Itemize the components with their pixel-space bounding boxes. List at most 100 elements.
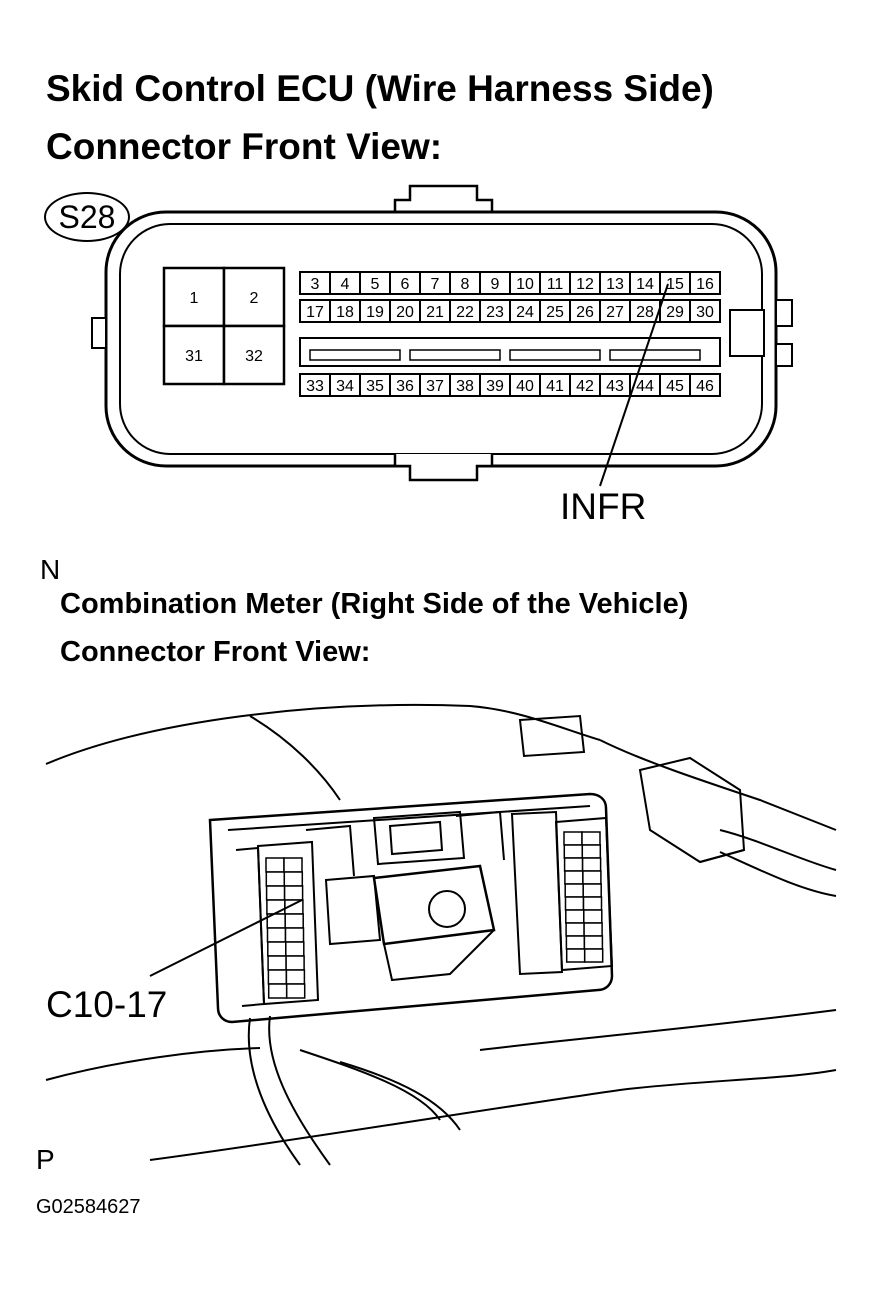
large-pin-cell <box>162 324 226 386</box>
pin-number: 28 <box>636 304 654 321</box>
large-pin-cell <box>222 266 286 328</box>
pin-number: 35 <box>366 378 384 395</box>
meter-pin-cell <box>267 941 287 957</box>
pin-number: 20 <box>396 304 414 321</box>
meter-pin-cell <box>563 831 583 846</box>
meter-pin-cell <box>267 983 288 999</box>
meter-pin-cell <box>563 857 584 872</box>
pin-number: 23 <box>486 304 504 321</box>
note-n-label: N <box>40 554 61 585</box>
meter-pin-cell <box>565 935 586 950</box>
meter-pin-cell <box>283 857 303 873</box>
meter-pin-cell <box>285 969 306 985</box>
pin-number: 14 <box>636 276 654 293</box>
pin-row-2: 17 18 19 20 21 22 23 24 25 26 27 28 29 30 <box>299 299 721 323</box>
pin-number: 8 <box>461 276 470 293</box>
large-pin-number: 31 <box>185 348 203 365</box>
pin-number: 36 <box>396 378 414 395</box>
meter-pin-cell <box>565 909 585 924</box>
figure-code: G02584627 <box>36 1196 141 1218</box>
pin-number: 27 <box>606 304 624 321</box>
note-p-label: P <box>36 1144 55 1175</box>
meter-pin-cell <box>265 857 285 873</box>
pin-number: 13 <box>606 276 624 293</box>
infr-pin-label: INFR <box>560 486 647 527</box>
pin-number: 42 <box>576 378 594 395</box>
skid-ecu-subtitle: Connector Front View: <box>46 126 443 167</box>
c10-17-pin-label: C10-17 <box>46 984 168 1025</box>
meter-pin-cell <box>285 941 305 957</box>
pin-number: 4 <box>341 276 350 293</box>
pin-number: 22 <box>456 304 474 321</box>
meter-pin-cell <box>266 899 286 915</box>
pin-number: 46 <box>696 378 714 395</box>
meter-pin-cell <box>284 913 304 929</box>
combination-meter-subtitle: Connector Front View: <box>60 636 371 668</box>
pin-number: 9 <box>491 276 500 293</box>
large-pin-cell <box>222 324 286 386</box>
pin-number: 44 <box>636 378 654 395</box>
pin-number: 11 <box>547 276 564 293</box>
meter-pin-cell <box>285 955 305 971</box>
meter-pin-cell <box>265 871 286 887</box>
meter-pin-cell <box>284 927 305 943</box>
pin-number: 26 <box>576 304 594 321</box>
pin-number: 17 <box>306 304 324 321</box>
pin-cell <box>689 373 721 397</box>
meter-pin-cell <box>583 948 604 963</box>
meter-pin-cell <box>581 844 602 859</box>
pin-number: 37 <box>426 378 444 395</box>
pin-number: 25 <box>546 304 564 321</box>
pin-number: 10 <box>516 276 534 293</box>
pin-cell <box>689 271 721 295</box>
meter-pin-cell <box>564 883 584 898</box>
meter-pin-cell <box>265 885 286 901</box>
pin-number: 12 <box>576 276 594 293</box>
large-pin-number: 32 <box>245 348 263 365</box>
pin-number: 33 <box>306 378 324 395</box>
pin-number: 40 <box>516 378 534 395</box>
skid-ecu-title: Skid Control ECU (Wire Harness Side) <box>46 68 714 109</box>
pin-number: 7 <box>431 276 440 293</box>
infr-leader-line <box>599 283 669 487</box>
pin-number: 41 <box>546 378 564 395</box>
pin-number: 19 <box>366 304 384 321</box>
meter-pin-cell <box>266 927 287 943</box>
pin-number: 38 <box>456 378 474 395</box>
meter-pin-cell <box>283 885 304 901</box>
large-pin-cell <box>162 266 226 328</box>
pin-number: 18 <box>336 304 354 321</box>
meter-pin-cell <box>564 896 585 911</box>
c10-leader-line <box>149 899 303 977</box>
pin-number: 30 <box>696 304 714 321</box>
meter-pin-cell <box>582 870 602 885</box>
meter-pin-cell <box>582 883 602 898</box>
meter-pin-cell <box>565 922 585 937</box>
combination-meter-title: Combination Meter (Right Side of the Veh… <box>60 588 689 620</box>
pin-number: 24 <box>516 304 534 321</box>
meter-pin-cell <box>563 844 584 859</box>
meter-pin-cell <box>583 935 604 950</box>
meter-pin-cell <box>267 955 287 971</box>
large-pin-number: 1 <box>190 290 199 307</box>
pin-number: 45 <box>666 378 684 395</box>
pin-number: 43 <box>606 378 624 395</box>
pin-number: 29 <box>666 304 684 321</box>
pin-cell <box>689 299 721 323</box>
meter-pin-cell <box>581 831 601 846</box>
pin-number: 15 <box>666 276 684 293</box>
meter-pin-cell <box>267 969 288 985</box>
pin-number: 21 <box>426 304 444 321</box>
meter-pin-cell <box>583 922 603 937</box>
meter-pin-cell <box>564 870 584 885</box>
large-pin-number: 2 <box>250 290 259 307</box>
pin-number: 3 <box>311 276 320 293</box>
meter-pin-cell <box>583 909 603 924</box>
pin-number: 34 <box>336 378 354 395</box>
meter-pin-cell <box>285 983 306 999</box>
meter-right-pin-grid <box>563 831 604 963</box>
pin-number: 5 <box>371 276 380 293</box>
